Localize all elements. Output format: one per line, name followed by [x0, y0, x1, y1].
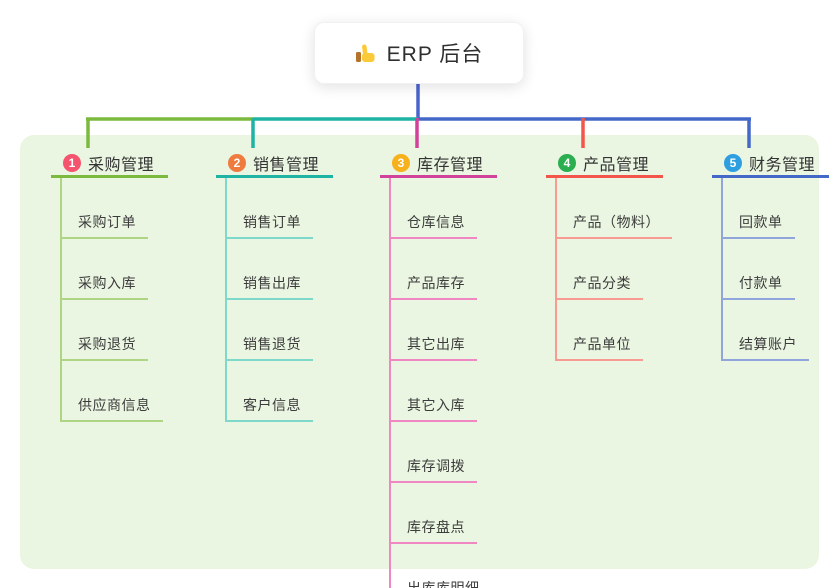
branch-children: 回款单 付款单 结算账户 [721, 178, 809, 361]
child-node-label: 采购入库 [78, 275, 136, 291]
branch-title-label: 库存管理 [417, 156, 484, 174]
child-node-label: 产品单位 [573, 336, 631, 352]
mindmap-panel: 1 采购管理 采购订单 采购入库 采购退货 供应商信息 2 销售管理 销售订单 … [20, 135, 830, 588]
child-node-label: 客户信息 [243, 397, 301, 413]
branch: 2 销售管理 销售订单 销售出库 销售退货 客户信息 [216, 150, 334, 422]
child-node[interactable]: 产品库存 [391, 239, 477, 300]
child-node-label: 结算账户 [739, 336, 797, 352]
child-node[interactable]: 库存调拨 [391, 422, 477, 483]
child-node-label: 供应商信息 [78, 397, 151, 413]
branch-number-badge: 2 [228, 153, 246, 172]
child-node[interactable]: 客户信息 [227, 361, 313, 422]
child-node-label: 销售出库 [243, 275, 301, 291]
child-node-label: 仓库信息 [407, 214, 465, 230]
child-node[interactable]: 回款单 [723, 178, 795, 239]
child-node[interactable]: 销售退货 [227, 300, 313, 361]
child-node-label: 其它入库 [407, 397, 465, 413]
child-node-label: 产品（物料） [573, 214, 660, 230]
root-node[interactable]: ERP 后台 [314, 22, 524, 84]
branch-title-node[interactable]: 1 采购管理 [51, 150, 169, 178]
branch-title-node[interactable]: 2 销售管理 [216, 150, 334, 178]
child-node[interactable]: 其它出库 [391, 300, 477, 361]
child-node[interactable]: 出库库明细 [391, 544, 492, 588]
child-node[interactable]: 产品分类 [557, 239, 643, 300]
branch-title-label: 产品管理 [583, 156, 650, 174]
child-node[interactable]: 产品（物料） [557, 178, 672, 239]
child-node[interactable]: 仓库信息 [391, 178, 477, 239]
branch-number-badge: 5 [724, 153, 742, 172]
branch-title-node[interactable]: 3 库存管理 [380, 150, 498, 178]
branch-number-badge: 4 [558, 153, 576, 172]
child-node-label: 库存调拨 [407, 458, 465, 474]
child-node[interactable]: 采购订单 [62, 178, 148, 239]
branch-title-node[interactable]: 5 财务管理 [712, 150, 830, 178]
child-node[interactable]: 库存盘点 [391, 483, 477, 544]
child-node[interactable]: 付款单 [723, 239, 795, 300]
branch: 1 采购管理 采购订单 采购入库 采购退货 供应商信息 [51, 150, 169, 422]
child-node-label: 付款单 [739, 275, 783, 291]
root-label: ERP 后台 [386, 43, 484, 66]
branch-number-badge: 3 [392, 153, 410, 172]
branch: 5 财务管理 回款单 付款单 结算账户 [712, 150, 830, 361]
child-node[interactable]: 采购退货 [62, 300, 148, 361]
branch: 3 库存管理 仓库信息 产品库存 其它出库 其它入库 库存调拨 库存盘点 出库库… [380, 150, 498, 588]
branch-children: 销售订单 销售出库 销售退货 客户信息 [225, 178, 313, 422]
child-node-label: 产品库存 [407, 275, 465, 291]
child-node-label: 采购退货 [78, 336, 136, 352]
child-node[interactable]: 产品单位 [557, 300, 643, 361]
child-node-label: 出库库明细 [407, 580, 480, 588]
branch-children: 采购订单 采购入库 采购退货 供应商信息 [60, 178, 163, 422]
child-node-label: 产品分类 [573, 275, 631, 291]
child-node-label: 回款单 [739, 214, 783, 230]
child-node-label: 销售订单 [243, 214, 301, 230]
branch-title-label: 财务管理 [749, 156, 816, 174]
child-node-label: 其它出库 [407, 336, 465, 352]
branch-title-node[interactable]: 4 产品管理 [546, 150, 664, 178]
child-node[interactable]: 销售订单 [227, 178, 313, 239]
child-node-label: 销售退货 [243, 336, 301, 352]
branch-title-label: 销售管理 [253, 156, 320, 174]
branch: 4 产品管理 产品（物料） 产品分类 产品单位 [546, 150, 672, 361]
branch-children: 产品（物料） 产品分类 产品单位 [555, 178, 672, 361]
child-node-label: 采购订单 [78, 214, 136, 230]
child-node-label: 库存盘点 [407, 519, 465, 535]
branch-children: 仓库信息 产品库存 其它出库 其它入库 库存调拨 库存盘点 出库库明细 [389, 178, 492, 588]
thumbs-up-icon [355, 42, 377, 64]
branch-title-label: 采购管理 [88, 156, 155, 174]
branch-number-badge: 1 [63, 153, 81, 172]
child-node[interactable]: 其它入库 [391, 361, 477, 422]
child-node[interactable]: 结算账户 [723, 300, 809, 361]
child-node[interactable]: 销售出库 [227, 239, 313, 300]
child-node[interactable]: 采购入库 [62, 239, 148, 300]
child-node[interactable]: 供应商信息 [62, 361, 163, 422]
